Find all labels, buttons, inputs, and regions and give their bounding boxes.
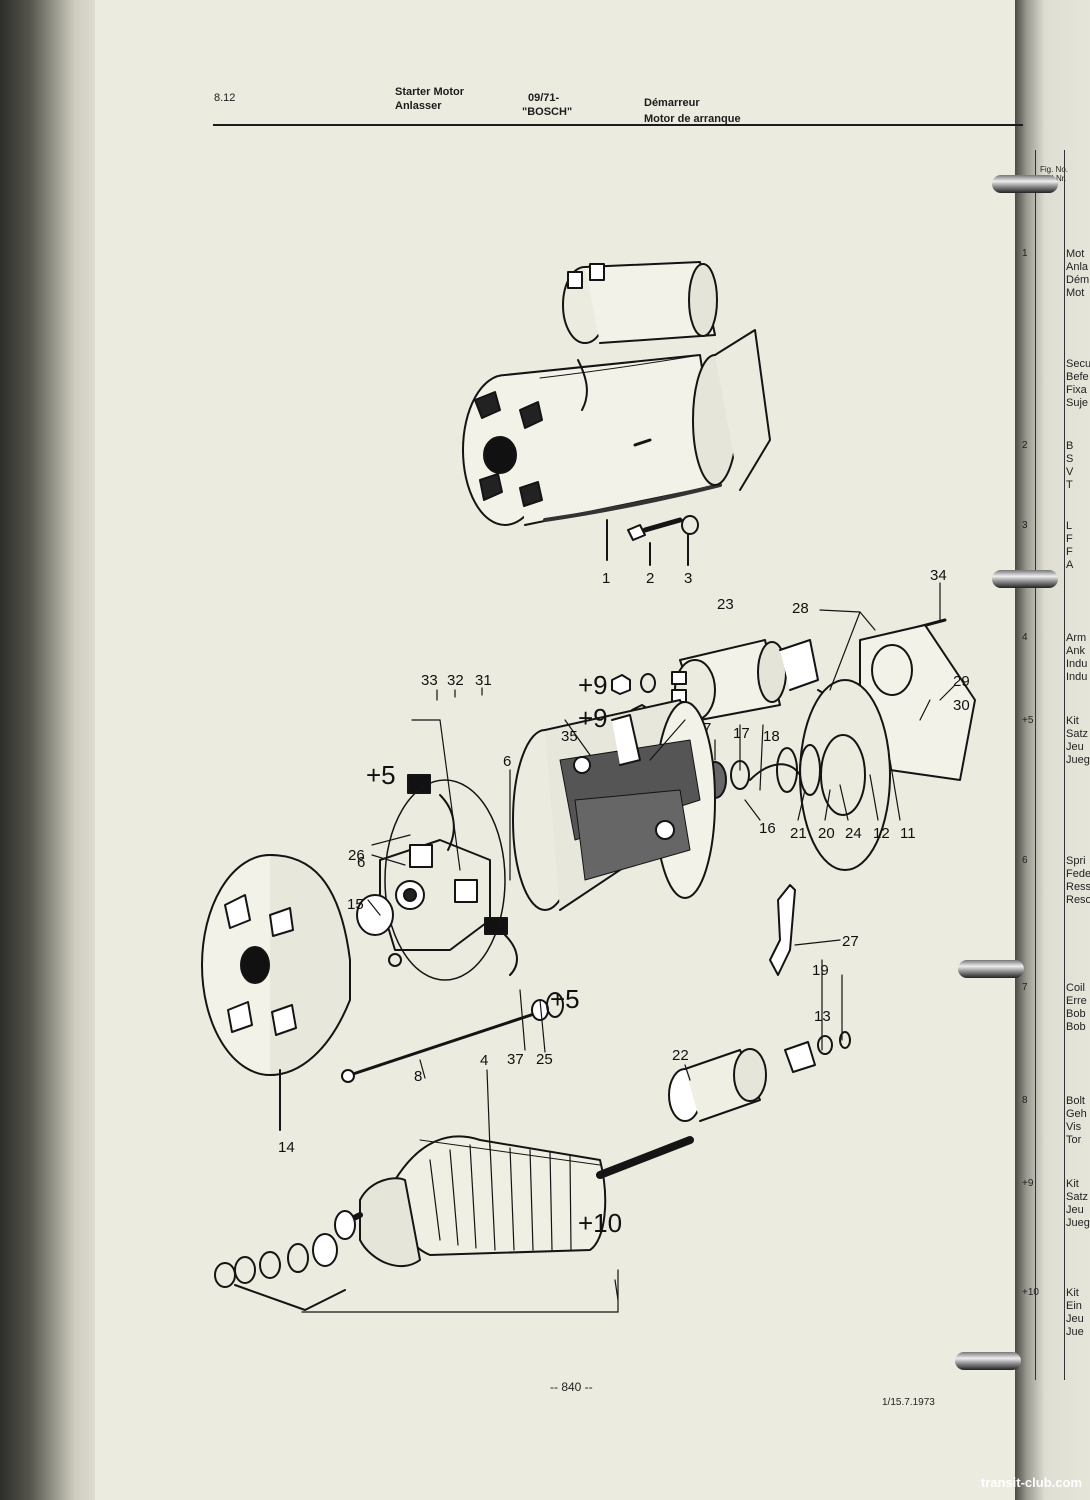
next-page-fig-number: 6 bbox=[1022, 855, 1028, 866]
next-page-divider bbox=[1064, 150, 1065, 1380]
next-page-fig-number: 2 bbox=[1022, 440, 1028, 451]
next-page-table bbox=[1035, 150, 1090, 1380]
callout-kit-5b: +5 bbox=[550, 984, 580, 1014]
callout-1: 1 bbox=[602, 570, 610, 587]
armature bbox=[214, 1135, 694, 1311]
callout-kit-5a: +5 bbox=[366, 760, 396, 790]
callout-labels: 1 2 3 4 +5 +5 6 6 7 8 +9 +9 +10 11 12 13… bbox=[278, 567, 970, 1238]
callout-22: 22 bbox=[672, 1047, 689, 1064]
callout-6b: 6 bbox=[503, 753, 511, 770]
callout-24: 24 bbox=[845, 825, 862, 842]
pinion-drive bbox=[668, 884, 851, 1122]
callout-21: 21 bbox=[790, 825, 807, 842]
next-page-description: Coil Erre Bob Bob bbox=[1066, 982, 1087, 1033]
site-watermark: transit-club.com bbox=[980, 1475, 1082, 1490]
next-page-fig-number: +5 bbox=[1022, 715, 1034, 726]
binder-ring-2 bbox=[992, 570, 1058, 588]
next-page-fig-number: 8 bbox=[1022, 1095, 1028, 1106]
next-page-fig-number: 4 bbox=[1022, 632, 1028, 643]
callout-4: 4 bbox=[480, 1052, 488, 1069]
callout-12: 12 bbox=[873, 825, 890, 842]
binder-ring-3 bbox=[958, 960, 1024, 978]
callout-6a: 6 bbox=[357, 854, 365, 871]
through-bolt bbox=[341, 992, 564, 1083]
next-page-description: Arm Ank Indu Indu bbox=[1066, 632, 1088, 683]
next-page-description: B S V T bbox=[1066, 440, 1074, 491]
callout-20: 20 bbox=[818, 825, 835, 842]
callout-2: 2 bbox=[646, 570, 654, 587]
callout-7: 7 bbox=[703, 720, 711, 737]
next-page-fig-number: 3 bbox=[1022, 520, 1028, 531]
next-page-fig-number: +10 bbox=[1022, 1287, 1039, 1298]
callout-11: 11 bbox=[900, 825, 916, 842]
brand-name: "BOSCH" bbox=[522, 106, 573, 118]
callout-35: 35 bbox=[561, 728, 578, 745]
callout-26: 26 bbox=[348, 847, 365, 864]
callout-15: 15 bbox=[347, 896, 364, 913]
leader-lines bbox=[301, 582, 956, 1313]
end-cover bbox=[201, 854, 351, 1131]
title-english: Starter Motor bbox=[395, 86, 465, 98]
next-page-description: Kit Ein Jeu Jue bbox=[1066, 1287, 1084, 1338]
callout-18: 18 bbox=[763, 728, 780, 745]
title-spanish: Motor de arranque bbox=[644, 113, 741, 125]
title-french: Démarreur bbox=[644, 97, 700, 109]
callout-27: 27 bbox=[842, 933, 859, 950]
callout-32: 32 bbox=[447, 672, 464, 689]
next-page-edge bbox=[1015, 0, 1090, 1500]
callout-28: 28 bbox=[792, 600, 809, 617]
next-page-fig-number: 7 bbox=[1022, 982, 1028, 993]
next-page-description: Mot Anla Dém Mot bbox=[1066, 248, 1090, 299]
callout-kit-9a: +9 bbox=[578, 670, 608, 700]
next-page-description: L F F A bbox=[1066, 520, 1074, 571]
header-rule bbox=[213, 124, 1023, 126]
callout-33: 33 bbox=[421, 672, 438, 689]
callout-34: 34 bbox=[930, 567, 947, 584]
page-number: -- 840 -- bbox=[550, 1380, 593, 1394]
next-page-description: Secu Befe Fixa Suje bbox=[1066, 358, 1090, 409]
next-page-description: Kit Satz Jeu Jueg bbox=[1066, 1178, 1090, 1229]
callout-19: 19 bbox=[812, 962, 829, 979]
binder-ring-4 bbox=[955, 1352, 1021, 1370]
date-code: 09/71- bbox=[528, 92, 560, 104]
brush-plate bbox=[356, 774, 518, 981]
callout-8: 8 bbox=[414, 1068, 422, 1085]
revision-date: 1/15.7.1973 bbox=[882, 1397, 935, 1408]
callout-29: 29 bbox=[953, 673, 970, 690]
binding-edge bbox=[0, 0, 95, 1500]
yoke-field-coils bbox=[512, 699, 716, 911]
assembled-starter-motor bbox=[462, 261, 771, 566]
callout-31: 31 bbox=[475, 672, 492, 689]
next-page-description: Bolt Geh Vis Tor bbox=[1066, 1095, 1087, 1146]
next-page-description: Spri Fede Ress Reso bbox=[1066, 855, 1090, 906]
callout-kit-10: +10 bbox=[578, 1208, 622, 1238]
callout-14: 14 bbox=[278, 1139, 295, 1156]
callout-25: 25 bbox=[536, 1051, 553, 1068]
callout-13: 13 bbox=[814, 1008, 831, 1025]
title-german: Anlasser bbox=[395, 100, 442, 112]
binder-ring-1 bbox=[992, 175, 1058, 193]
callout-30: 30 bbox=[953, 697, 970, 714]
callout-23: 23 bbox=[717, 596, 734, 613]
callout-16: 16 bbox=[759, 820, 776, 837]
callout-17: 17 bbox=[733, 725, 750, 742]
next-page-fig-number: +9 bbox=[1022, 1178, 1034, 1189]
callout-3: 3 bbox=[684, 570, 692, 587]
section-number: 8.12 bbox=[214, 92, 236, 104]
next-page-description: Kit Satz Jeu Jueg bbox=[1066, 715, 1090, 766]
next-page-fig-number: 1 bbox=[1022, 248, 1028, 259]
callout-kit-9b: +9 bbox=[578, 703, 608, 733]
callout-37: 37 bbox=[507, 1051, 524, 1068]
